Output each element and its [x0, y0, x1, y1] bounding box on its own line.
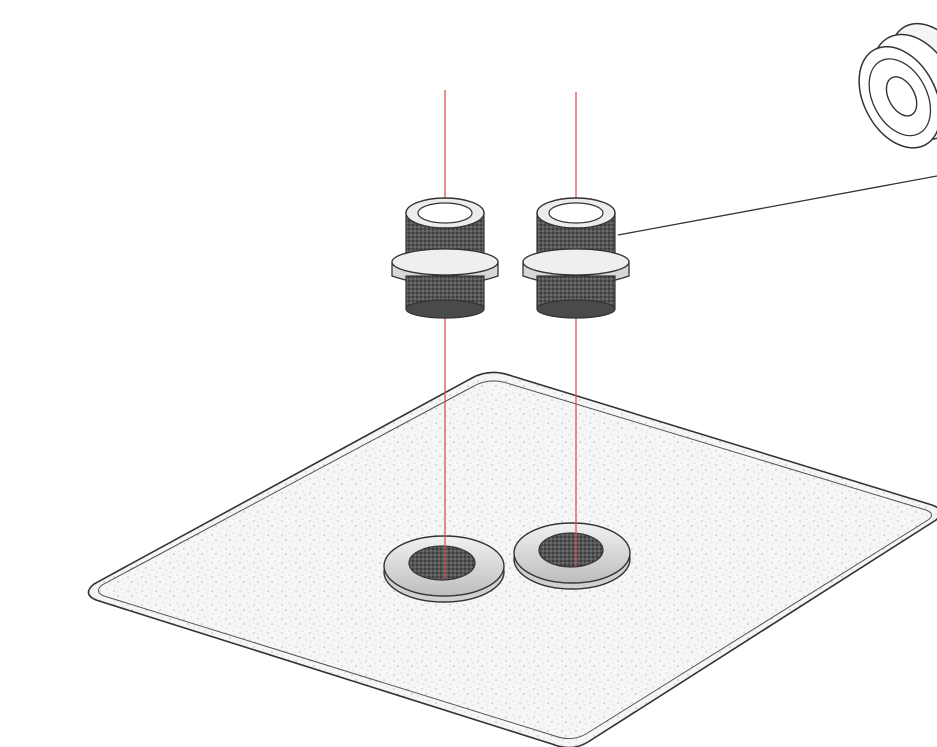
bushing-callout [858, 22, 937, 149]
alignment-guides [444, 90, 577, 578]
ring-washer-left [383, 535, 505, 603]
callout-leader-line [617, 175, 937, 236]
ring-washer-right [513, 522, 631, 590]
threaded-nipple-right [522, 197, 630, 319]
mounting-plate [87, 371, 937, 747]
threaded-nipple-left [391, 197, 499, 319]
